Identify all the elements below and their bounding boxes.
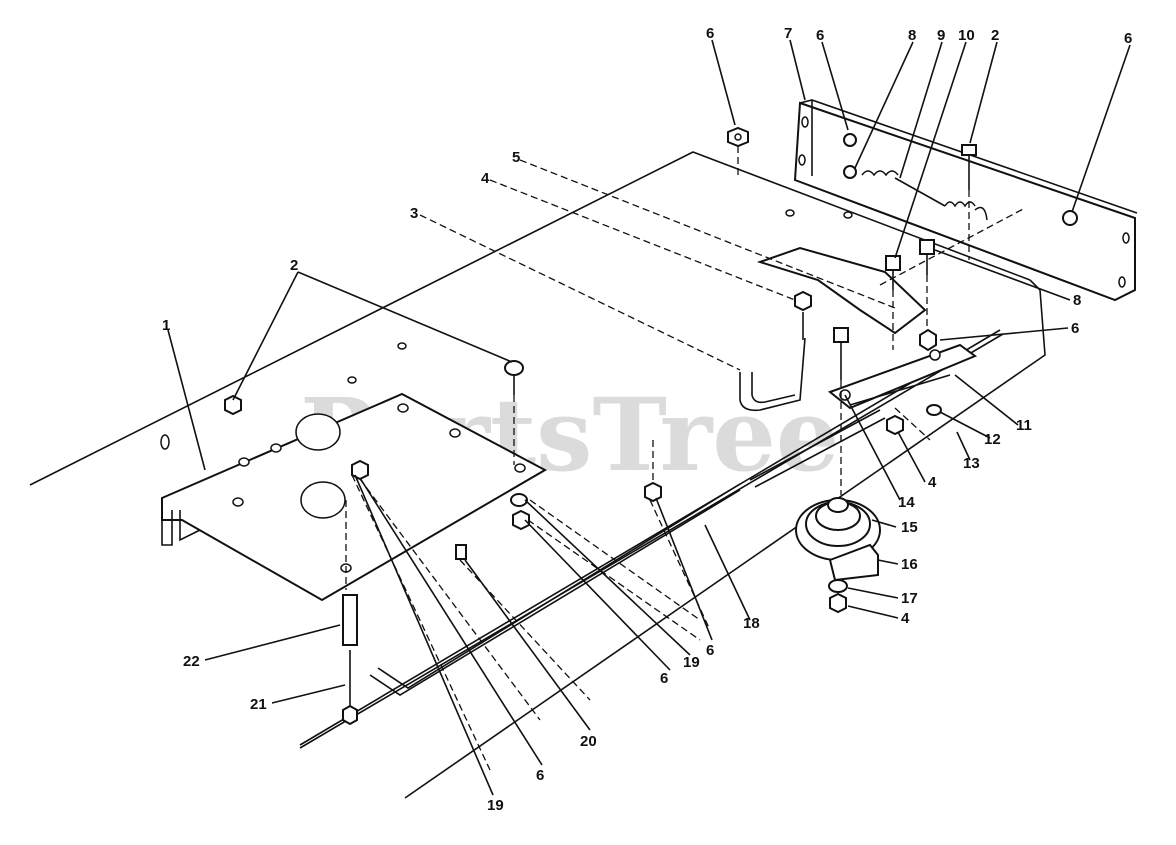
callout-3: 3 <box>410 205 418 222</box>
callout-6: 6 <box>1124 30 1132 47</box>
assembly-lines <box>345 146 1026 771</box>
deck-plate <box>29 151 1046 799</box>
callout-14: 14 <box>898 494 915 511</box>
callout-2: 2 <box>991 27 999 44</box>
callout-4: 4 <box>481 170 490 187</box>
rear-crossbar <box>793 99 1138 302</box>
idler-arm <box>827 343 978 410</box>
callout-13: 13 <box>963 455 980 472</box>
callout-6: 6 <box>536 767 544 784</box>
callout-16: 16 <box>901 556 918 573</box>
callout-21: 21 <box>250 696 267 713</box>
callout-6: 6 <box>1071 320 1079 337</box>
fasteners <box>224 126 1078 726</box>
leader-lines-bottom <box>354 474 713 796</box>
front-bracket <box>161 392 548 602</box>
callout-7: 7 <box>784 25 792 42</box>
callout-6: 6 <box>706 25 714 42</box>
leader-lines <box>167 39 1131 704</box>
callout-6: 6 <box>816 27 824 44</box>
idler-pulley <box>795 497 881 582</box>
callout-11: 11 <box>1016 417 1032 434</box>
callout-15: 15 <box>901 519 918 536</box>
callout-4: 4 <box>928 474 937 491</box>
callout-12: 12 <box>984 431 1001 448</box>
callout-10: 10 <box>958 27 975 44</box>
callout-18: 18 <box>743 615 760 632</box>
callout-8: 8 <box>1073 292 1081 309</box>
callout-9: 9 <box>937 27 945 44</box>
tension-spring <box>861 170 988 221</box>
callout-5: 5 <box>512 149 520 166</box>
callout-8: 8 <box>908 27 916 44</box>
callout-6: 6 <box>706 642 714 659</box>
callout-17: 17 <box>901 590 918 607</box>
deck-holes <box>160 209 853 450</box>
callout-4: 4 <box>901 610 910 627</box>
callout-19: 19 <box>487 797 504 814</box>
idler-bracket <box>756 246 927 335</box>
callout-labels: 6 7 6 8 9 10 2 6 5 4 3 2 1 8 6 11 12 13 … <box>162 25 1132 814</box>
callout-2: 2 <box>290 257 298 274</box>
callout-22: 22 <box>183 653 200 670</box>
callout-19: 19 <box>683 654 700 671</box>
callout-1: 1 <box>162 317 170 334</box>
callout-6: 6 <box>660 670 668 687</box>
callout-20: 20 <box>580 733 597 750</box>
